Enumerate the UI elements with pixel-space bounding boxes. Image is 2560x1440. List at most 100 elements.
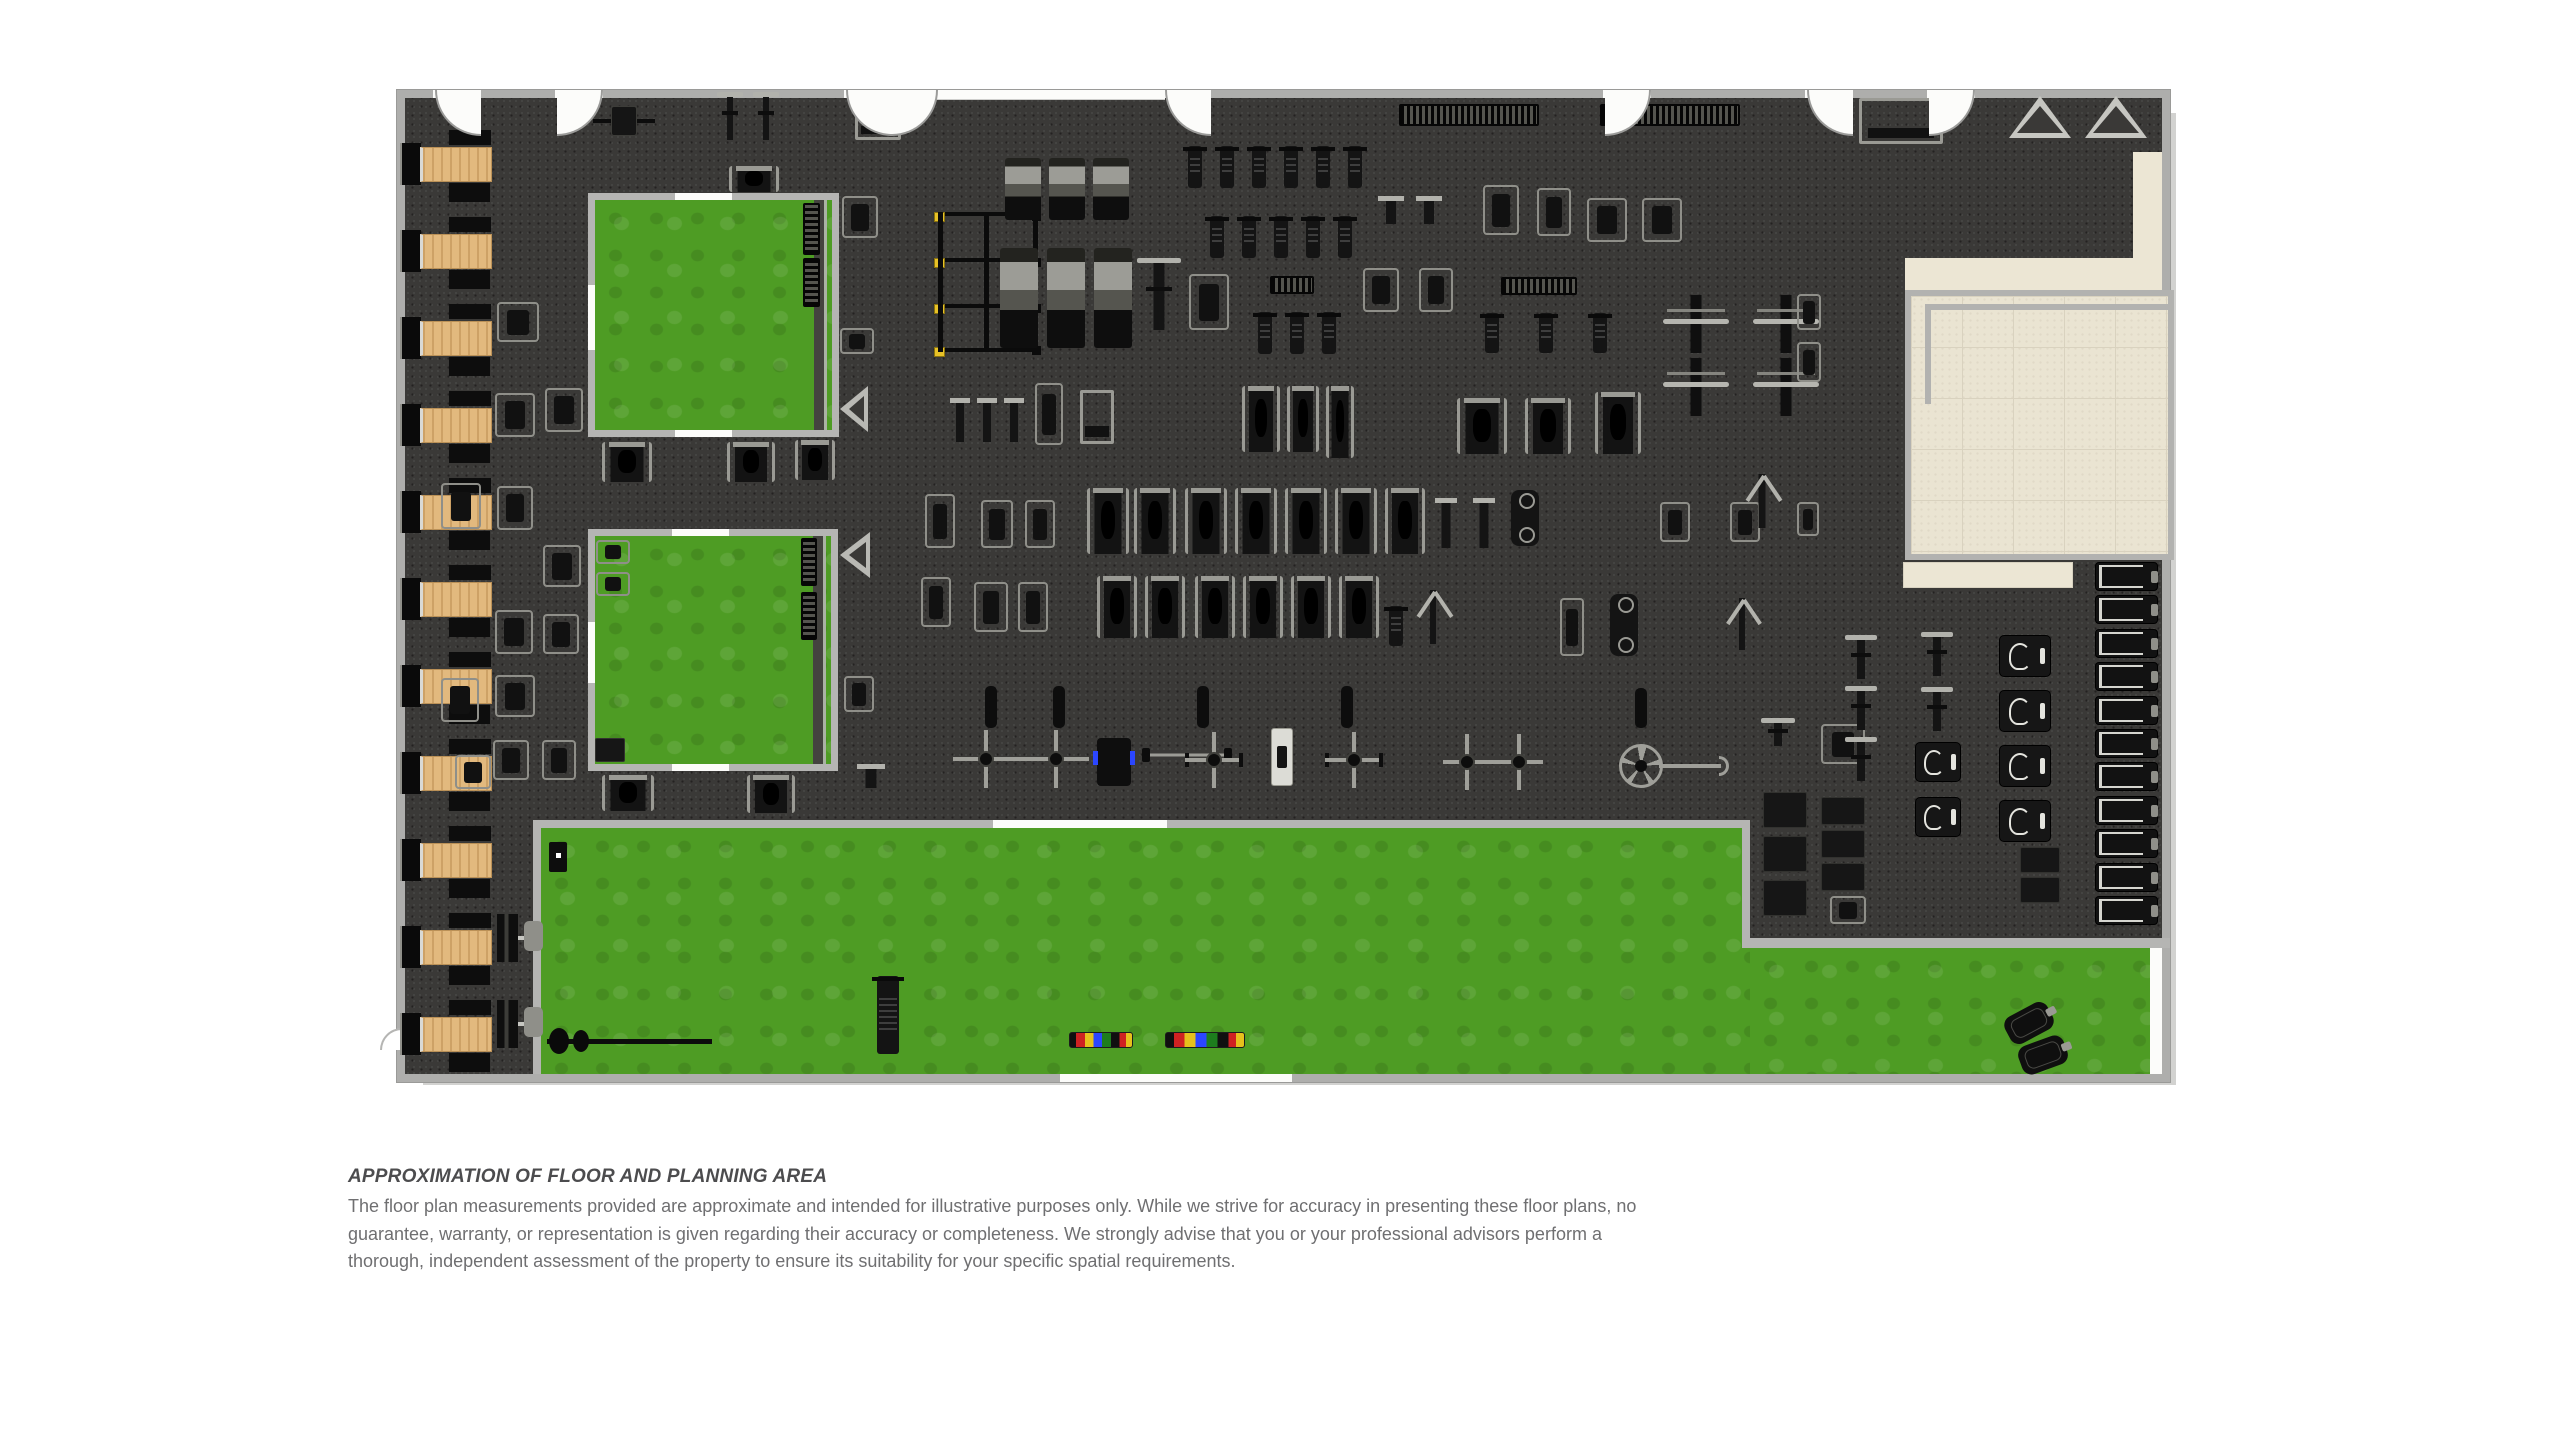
machine-icon: [495, 610, 533, 654]
mat-icon: [1763, 836, 1807, 872]
locker-bench-unit: [400, 304, 492, 376]
leg-press-icon: [1094, 248, 1132, 348]
plate-tree-icon: [1237, 216, 1261, 258]
dumbbell-rack-icon: [1270, 276, 1314, 294]
wood-bench-icon: [420, 408, 492, 443]
locker-icon: [400, 143, 421, 185]
recumbent-bike-icon: [1999, 635, 2051, 677]
turf-a-gap-left: [588, 285, 595, 350]
machine-icon: [545, 388, 583, 432]
turf-a-gap-top: [675, 193, 732, 200]
locker-icon: [449, 304, 491, 319]
wood-bench-icon: [420, 321, 492, 356]
locker-icon: [449, 913, 491, 928]
plate-tree-icon: [1317, 312, 1341, 354]
treadmill-icon: [2095, 562, 2158, 591]
disclaimer: APPROXIMATION OF FLOOR AND PLANNING AREA…: [348, 1166, 2008, 1276]
locker-icon: [449, 739, 491, 754]
plate-tree-icon: [1333, 216, 1357, 258]
plate-tree-icon: [1301, 216, 1325, 258]
locker-bench-unit: [400, 217, 492, 289]
machine-icon: [497, 302, 539, 342]
machine-icon: [1483, 185, 1519, 235]
bottom-wall-opening: [1060, 1074, 1292, 1082]
cable-tower-icon: [1197, 686, 1209, 728]
locker-icon: [449, 270, 490, 289]
machine-icon: [1363, 268, 1399, 312]
locker-bench-unit: [400, 130, 492, 202]
plate-tree-icon: [1534, 313, 1558, 353]
selectorized-machine-icon: [1287, 386, 1319, 452]
locker-icon: [449, 531, 490, 550]
cable-crossover-icon: [1185, 732, 1243, 788]
press-machine-icon: [1663, 358, 1729, 416]
leg-press-icon: [1005, 158, 1041, 220]
mat-icon: [2020, 847, 2060, 873]
bench-icon: [1378, 196, 1404, 224]
machine-icon: [1419, 268, 1453, 312]
cardio-wall-vertical: [1742, 820, 1750, 948]
turf-b-gap-bottom: [672, 764, 729, 771]
leg-press-icon: [1000, 248, 1038, 348]
selectorized-machine-icon: [1134, 488, 1176, 554]
pec-fly-machine-icon: [1727, 598, 1757, 650]
tiled-room: [1905, 290, 2174, 560]
machine-icon: [1587, 198, 1627, 242]
wood-bench-icon: [420, 843, 492, 878]
plate-tree-icon: [1183, 146, 1207, 188]
cable-crossover-icon: [1325, 732, 1383, 788]
mat-icon: [1763, 880, 1807, 916]
selectorized-machine-icon: [1457, 398, 1507, 454]
window-band: [878, 90, 1165, 100]
plate-tree-icon: [1247, 146, 1271, 188]
treadmill-icon: [2095, 796, 2158, 825]
cable-tower-icon: [1341, 686, 1353, 728]
locker-icon: [400, 1013, 421, 1055]
selectorized-machine-icon: [1145, 576, 1185, 638]
turf-square-b: [588, 529, 838, 771]
mat-icon: [2020, 877, 2060, 903]
leg-press-icon: [1047, 248, 1085, 348]
wood-bench-icon: [420, 930, 492, 965]
machine-icon: [1830, 896, 1866, 924]
tiled-room-inner-wall-top: [1925, 304, 2168, 310]
floor-plan: [380, 90, 2174, 1082]
machine-icon: [1797, 342, 1821, 382]
loaded-barbell-icon: [547, 1028, 712, 1054]
bench-icon: [1435, 498, 1457, 548]
locker-icon: [449, 1053, 490, 1072]
turf-b-gap-top: [672, 529, 729, 536]
plate-tree-icon: [1343, 146, 1367, 188]
machine-icon: [493, 740, 529, 780]
machine-icon: [1189, 274, 1229, 330]
machine-icon: [1035, 383, 1063, 445]
plate-tree-icon: [1205, 216, 1229, 258]
locker-icon: [449, 826, 491, 841]
turf-strip-right-opening: [2150, 948, 2162, 1074]
locker-icon: [400, 317, 421, 359]
wood-bench-icon: [420, 234, 492, 269]
machine-icon: [1537, 188, 1571, 236]
locker-icon: [400, 839, 421, 881]
equipment-layer: [397, 90, 2170, 1082]
treadmill-icon: [2095, 863, 2158, 892]
turf-a-channel: [814, 200, 824, 430]
rack-icon: [1080, 390, 1114, 444]
plate-tree-icon: [872, 976, 904, 1054]
machine-icon: [455, 755, 491, 789]
bench-station-icon: [1921, 632, 1953, 676]
bench-station-icon: [753, 92, 779, 140]
disclaimer-title: APPROXIMATION OF FLOOR AND PLANNING AREA: [348, 1166, 828, 1187]
locker-icon: [449, 652, 491, 667]
machine-icon: [1025, 500, 1055, 548]
turf-square-a: [588, 193, 839, 437]
selectorized-machine-icon: [727, 442, 775, 482]
bench-station-icon: [1845, 686, 1877, 730]
locker-icon: [449, 879, 490, 898]
wood-bench-icon: [420, 582, 492, 617]
machine-icon: [596, 572, 630, 596]
treadmill-icon: [2095, 696, 2158, 725]
wedge-frame-icon: [840, 386, 868, 432]
bench-icon: [857, 764, 885, 788]
selectorized-machine-icon: [795, 440, 835, 480]
